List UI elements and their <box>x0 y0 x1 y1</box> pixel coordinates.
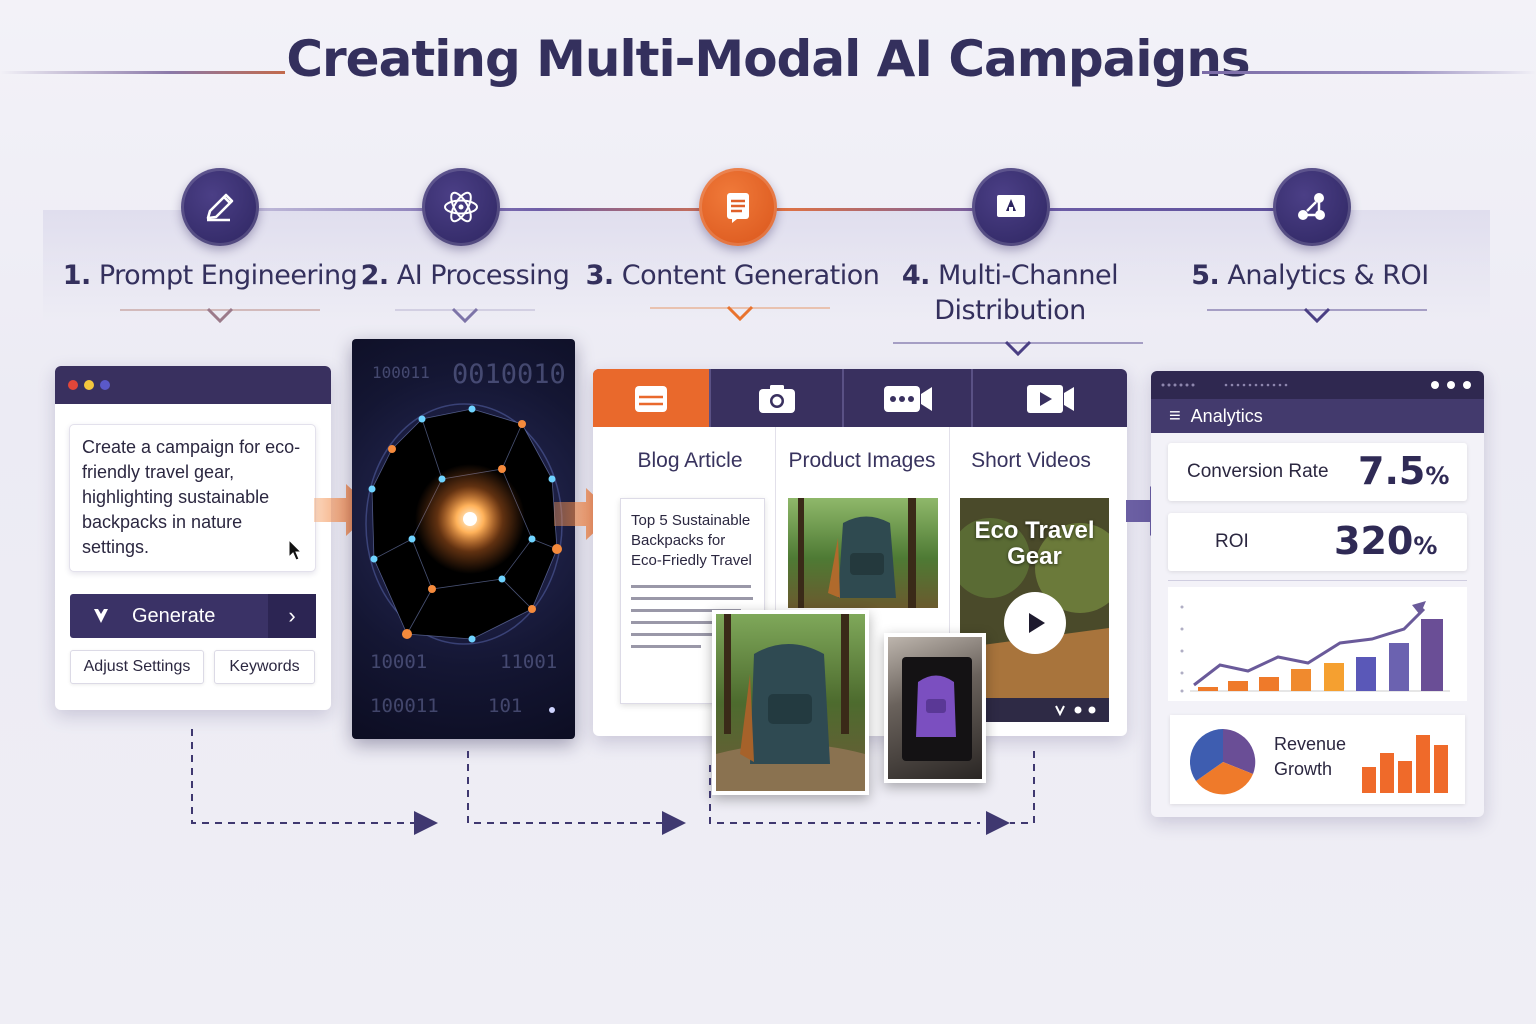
adjust-settings-button[interactable]: Adjust Settings <box>70 650 204 684</box>
ai-network-panel: 100011 0010010 10001 11001 100011 101 <box>352 339 575 739</box>
analytics-header: ≡ Analytics <box>1151 399 1484 433</box>
analytics-topbar <box>1151 371 1484 399</box>
keywords-button[interactable]: Keywords <box>214 650 315 684</box>
tab-video[interactable] <box>844 369 973 427</box>
title-rule-left <box>0 71 285 74</box>
chevron-down-icon <box>893 340 1143 357</box>
prompt-panel: Create a campaign for eco-friendly trave… <box>55 366 331 710</box>
tab-blog[interactable] <box>593 369 711 427</box>
product-photo-small[interactable] <box>884 633 986 783</box>
window-titlebar <box>55 366 331 404</box>
revenue-growth-label: Revenue Growth <box>1274 734 1347 779</box>
generate-label: Generate <box>132 604 216 627</box>
chevron-down-icon <box>1207 307 1427 324</box>
tab-images[interactable] <box>711 369 844 427</box>
binary-text: 100011 <box>370 695 439 717</box>
bar-line-chart <box>1180 601 1450 693</box>
minimize-dot[interactable] <box>84 380 94 390</box>
title-rule-right <box>1202 71 1536 74</box>
binary-text: 10001 <box>370 651 428 673</box>
window-dots-icon <box>1161 381 1471 389</box>
backpack-photo <box>716 614 865 791</box>
revenue-growth-card: Revenue Growth <box>1170 715 1465 804</box>
binary-text: 101 <box>488 695 523 717</box>
play-video-icon <box>1027 385 1074 413</box>
content-panel: Blog Article Product Images Short Videos… <box>593 369 1127 736</box>
prompt-input[interactable]: Create a campaign for eco-friendly trave… <box>69 424 316 572</box>
metric-label: ROI <box>1215 531 1249 552</box>
pencil-icon <box>181 168 259 246</box>
cursor-icon <box>288 538 303 561</box>
metric-roi: ROI 320% <box>1168 513 1467 571</box>
tab-short-video[interactable] <box>973 369 1127 427</box>
atom-icon <box>422 168 500 246</box>
metric-value: 7.5% <box>1358 449 1450 493</box>
analytics-panel: ≡ Analytics Conversion Rate 7.5% ROI 320… <box>1151 371 1484 817</box>
network-icon <box>1273 168 1351 246</box>
play-icon <box>1029 613 1045 633</box>
divider <box>1168 580 1467 581</box>
binary-text: 11001 <box>500 651 558 673</box>
chevron-down-icon <box>120 307 320 324</box>
step-1-label: 1. Prompt Engineering <box>62 260 358 291</box>
column-title-images: Product Images <box>788 449 936 472</box>
product-image[interactable] <box>788 498 938 608</box>
backpack-photo <box>798 498 916 608</box>
page-title: Creating Multi-Modal AI Campaigns <box>286 30 1250 88</box>
pie-chart-icon <box>1190 729 1256 795</box>
neural-network-graphic <box>365 403 563 713</box>
metric-label: Conversion Rate <box>1187 461 1329 482</box>
menu-icon[interactable]: ≡ <box>1169 404 1181 427</box>
column-divider <box>775 427 776 736</box>
binary-text: 0010010 <box>452 359 566 390</box>
chevron-right-icon: › <box>268 594 316 638</box>
analytics-title: Analytics <box>1190 405 1263 426</box>
step-5-label: 5. Analytics & ROI <box>1191 260 1429 291</box>
column-title-videos: Short Videos <box>971 449 1091 472</box>
play-button[interactable] <box>1004 592 1066 654</box>
stack-icon <box>635 386 667 412</box>
video-camera-icon <box>883 386 932 412</box>
video-control-icons <box>1055 705 1096 717</box>
growth-chart <box>1168 587 1467 701</box>
product-photo-large[interactable] <box>712 610 869 795</box>
column-title-blog: Blog Article <box>637 449 743 472</box>
blog-title: Top 5 Sustainable Backpacks for Eco-Frie… <box>631 512 752 569</box>
maximize-dot[interactable] <box>100 380 110 390</box>
magic-icon <box>70 594 132 638</box>
revenue-bar-icon <box>1362 735 1448 793</box>
step-3-label: 3. Content Generation <box>585 260 880 291</box>
video-title: Eco Travel Gear <box>974 517 1095 570</box>
step-2-label: 2. AI Processing <box>360 260 570 291</box>
metric-conversion-rate: Conversion Rate 7.5% <box>1168 443 1467 501</box>
column-divider <box>949 427 950 736</box>
presentation-icon <box>972 168 1050 246</box>
content-tabbar <box>593 369 1127 427</box>
close-dot[interactable] <box>68 380 78 390</box>
camera-icon <box>758 385 795 413</box>
chevron-down-icon <box>395 307 535 324</box>
generate-button[interactable]: Generate › <box>70 594 316 638</box>
purple-backpack-photo <box>902 657 972 761</box>
dashed-connectors <box>191 729 1035 835</box>
chevron-down-icon <box>650 305 830 322</box>
document-icon <box>699 168 777 246</box>
binary-text: 100011 <box>372 363 430 382</box>
metric-value: 320% <box>1334 519 1438 563</box>
